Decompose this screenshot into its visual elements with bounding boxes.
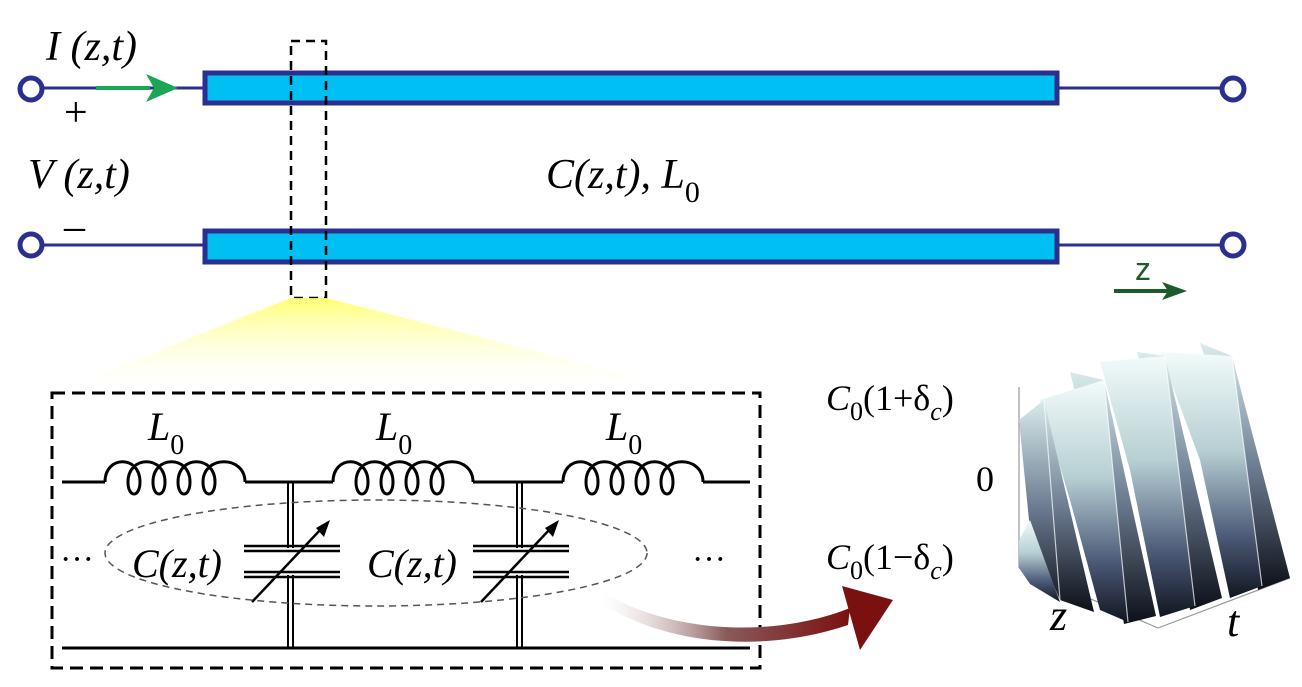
- ellipsis-left: ···: [60, 541, 94, 578]
- transition-arrow: [602, 586, 893, 650]
- zoom-selection-box: [289, 39, 328, 300]
- capacitor-branch: [287, 482, 294, 648]
- inductor-coil: [561, 460, 705, 496]
- param-main: C(z,t), L: [546, 152, 685, 198]
- z-axis-arrow: [1114, 282, 1187, 300]
- ridge-line: [1231, 355, 1263, 587]
- transmission-line: I (z,t) + V (z,t) – C(z,t), L0 z: [17, 24, 1247, 300]
- inductor-coil: [103, 460, 247, 496]
- ridge-line: [1164, 355, 1196, 607]
- inductor-coil: [331, 460, 475, 496]
- inductor-label: L0: [147, 404, 184, 461]
- surface-axis-t: t: [1227, 597, 1241, 646]
- inductor-label: L0: [375, 404, 412, 461]
- surface-band: [1019, 400, 1094, 612]
- surface-top-label: C0(1+δc): [826, 378, 954, 426]
- surface-band: [1100, 356, 1195, 617]
- variable-capacitor: [244, 527, 340, 603]
- plot-axis: [1157, 577, 1291, 629]
- surface-band: [1040, 380, 1128, 622]
- bottom-right-terminal: [1219, 231, 1247, 259]
- capacitor-arrowhead: [545, 520, 559, 537]
- ellipsis-right: ···: [692, 541, 726, 578]
- current-label: I (z,t): [45, 24, 137, 70]
- surface-bottom-label: C0(1−δc): [826, 537, 954, 585]
- minus-sign: –: [63, 204, 86, 250]
- variable-capacitor: [473, 527, 569, 603]
- current-arrow: [96, 74, 178, 102]
- inductor-label: L0: [605, 404, 642, 461]
- param-sub: 0: [685, 176, 700, 209]
- capacitor-label: C(z,t): [132, 541, 222, 586]
- surface-mid-label: 0: [976, 459, 994, 499]
- voltage-label: V (z,t): [28, 152, 130, 198]
- top-right-terminal: [1219, 75, 1247, 103]
- ridge-line: [1043, 399, 1061, 601]
- plus-sign: +: [64, 90, 88, 136]
- z-axis-label: z: [1135, 251, 1151, 287]
- capacitor-arrowhead: [316, 520, 330, 537]
- surface-band: [1019, 520, 1060, 602]
- surface-axis-z: z: [1049, 591, 1067, 640]
- capacitance-surface-plot: C0(1+δc) 0 C0(1−δc) z t: [826, 343, 1291, 646]
- bottom-conductor: [202, 228, 1060, 265]
- top-left-terminal: [17, 75, 45, 103]
- zoom-cone: [52, 298, 700, 393]
- circuit-frame: [50, 391, 762, 670]
- capacitor-group-ellipse: [104, 499, 648, 607]
- lumped-circuit: L0 L0 L0: [50, 391, 762, 670]
- capacitor-label: C(z,t): [367, 541, 457, 586]
- line-parameter-label: C(z,t), L0: [546, 152, 700, 209]
- capacitor-branch: [516, 482, 523, 648]
- bottom-left-terminal: [17, 231, 45, 259]
- ridge-line: [1103, 379, 1129, 623]
- top-conductor: [202, 70, 1060, 106]
- surface-band: [1160, 352, 1262, 598]
